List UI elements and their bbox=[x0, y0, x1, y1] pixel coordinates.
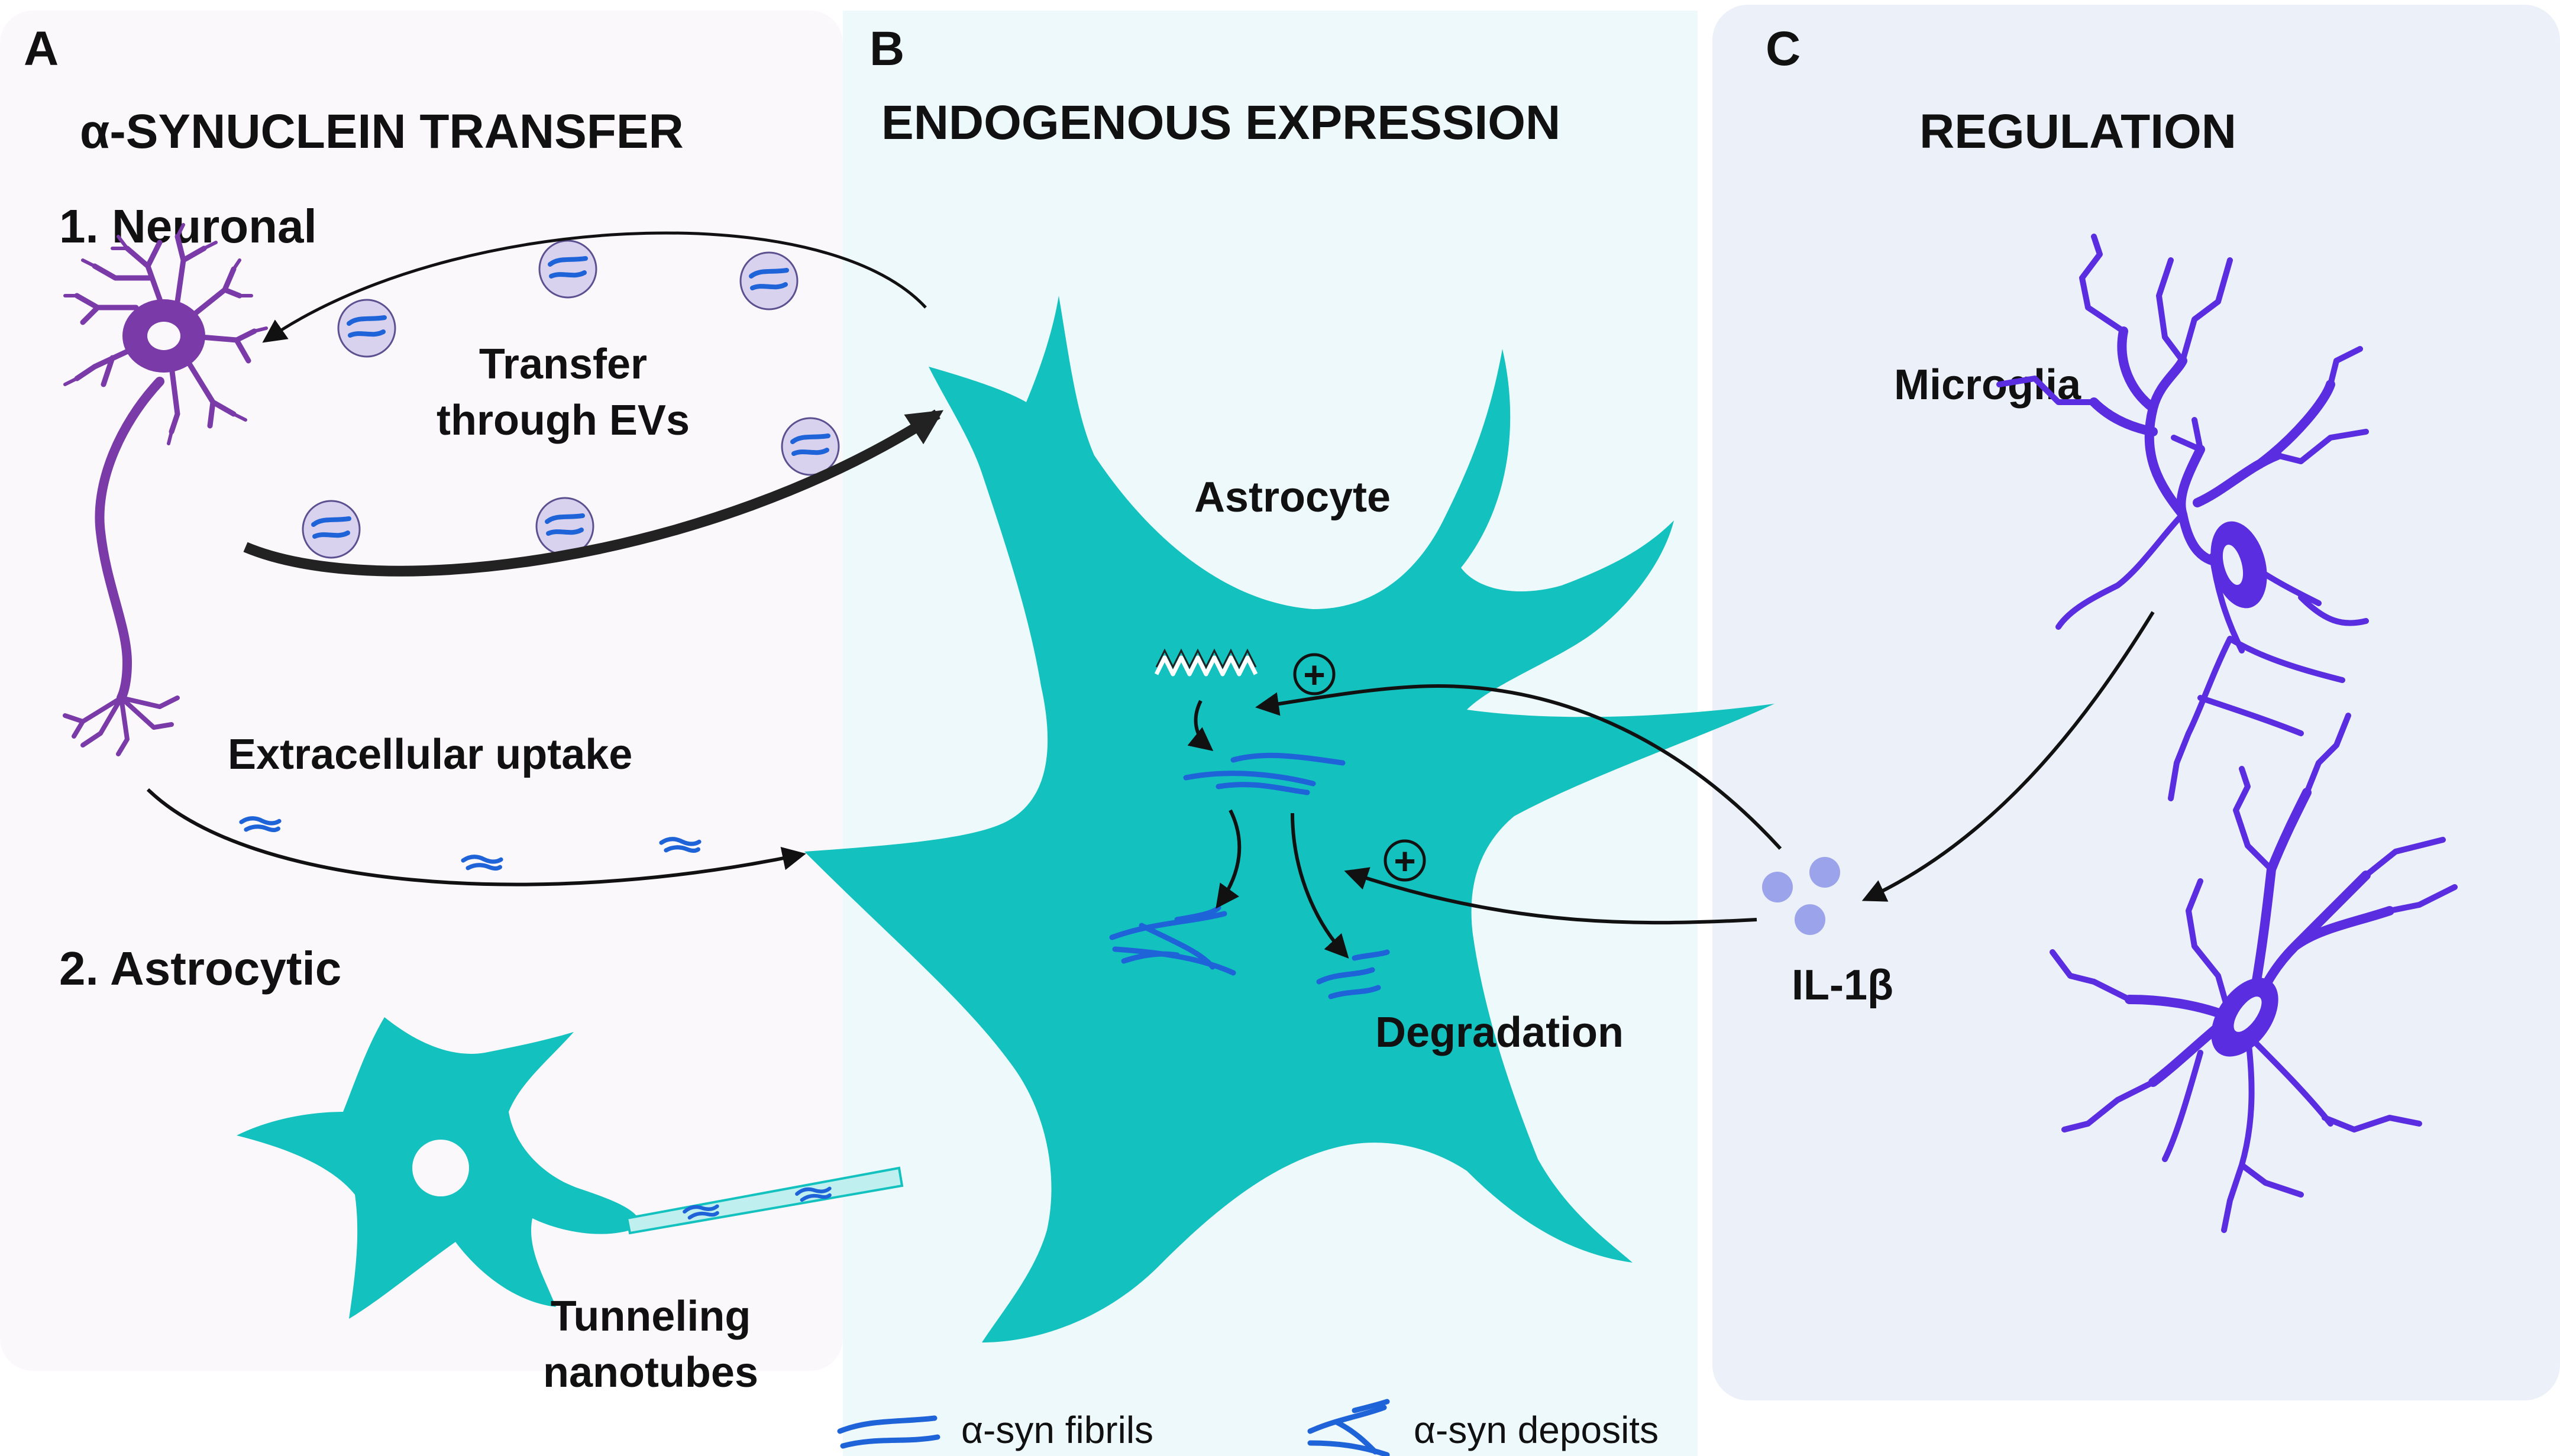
svg-text:+: + bbox=[1303, 653, 1325, 696]
ev-uptake-arrow bbox=[243, 409, 944, 577]
panel-c-background bbox=[1712, 5, 2560, 1400]
mrna-strand bbox=[1155, 648, 1257, 669]
legend-fibrils-label: α-syn fibrils bbox=[961, 1409, 1153, 1451]
ev-vesicle bbox=[303, 501, 360, 558]
astrocyte-label: Astrocyte bbox=[1194, 474, 1391, 521]
microglia-secretion-arrow bbox=[1861, 611, 2155, 902]
degraded-fibrils bbox=[1316, 949, 1390, 999]
neuronal-label: 1. Neuronal bbox=[59, 200, 317, 253]
astrocytic-label: 2. Astrocytic bbox=[59, 942, 341, 995]
il1b-to-degradation-arrow bbox=[1344, 867, 1757, 925]
microglia-icon bbox=[1996, 234, 2369, 801]
microglia-icon bbox=[2050, 713, 2458, 1233]
il1b-to-mrna-arrow bbox=[1255, 684, 1782, 850]
small-astrocyte-icon bbox=[237, 1017, 640, 1319]
panel-a-background bbox=[0, 11, 843, 1371]
ev-vesicle bbox=[536, 498, 593, 555]
large-astrocyte-body bbox=[804, 296, 1774, 1342]
degradation-label: Degradation bbox=[1375, 1009, 1624, 1056]
il1b-particles bbox=[1762, 857, 1840, 935]
alpha-syn-deposits bbox=[1109, 905, 1236, 976]
aggregation-arrow bbox=[1216, 809, 1242, 909]
extracellular-uptake-arrow bbox=[146, 788, 806, 886]
ev-vesicle bbox=[782, 418, 839, 475]
ev-vesicle bbox=[741, 253, 797, 309]
ev-vesicle bbox=[539, 241, 596, 297]
alpha-syn-fibrils bbox=[1183, 752, 1346, 795]
il1b-label: IL-1β bbox=[1792, 962, 1893, 1009]
legend-deposits-icon bbox=[1307, 1399, 1390, 1456]
extracellular-uptake-label: Extracellular uptake bbox=[228, 731, 632, 778]
microglia-nucleus bbox=[2222, 544, 2244, 585]
upregulation-plus-icon: + bbox=[1384, 839, 1426, 882]
panel-a-letter: A bbox=[24, 22, 59, 76]
neuron-icon bbox=[63, 223, 268, 756]
panel-c-letter: C bbox=[1766, 22, 1801, 76]
translation-arrow bbox=[1187, 700, 1214, 752]
degradation-arrow bbox=[1291, 813, 1349, 959]
ev-vesicle bbox=[338, 300, 395, 357]
panel-b-letter: B bbox=[870, 22, 904, 76]
legend-deposits-label: α-syn deposits bbox=[1414, 1409, 1659, 1451]
svg-text:+: + bbox=[1394, 840, 1415, 882]
evs-label-line2: through EVs bbox=[437, 397, 690, 444]
microglia-nucleus bbox=[2233, 996, 2262, 1032]
tnt-label-line1: Tunneling bbox=[551, 1293, 751, 1340]
mrna-icon bbox=[1154, 655, 1258, 677]
legend-fibrils-icon bbox=[837, 1415, 940, 1449]
panel-c-title: REGULATION bbox=[1919, 105, 2236, 158]
neuron-nucleus bbox=[147, 322, 180, 350]
tunneling-nanotube bbox=[625, 1166, 904, 1235]
panel-a-title: α-SYNUCLEIN TRANSFER bbox=[80, 105, 684, 158]
tnt-label-line2: nanotubes bbox=[543, 1349, 758, 1396]
upregulation-plus-icon: + bbox=[1293, 653, 1336, 696]
microglia-label: Microglia bbox=[1894, 361, 2081, 409]
ev-release-arrow bbox=[262, 231, 927, 343]
evs-label-line1: Transfer bbox=[479, 341, 647, 388]
panel-b-title: ENDOGENOUS EXPRESSION bbox=[881, 96, 1560, 150]
